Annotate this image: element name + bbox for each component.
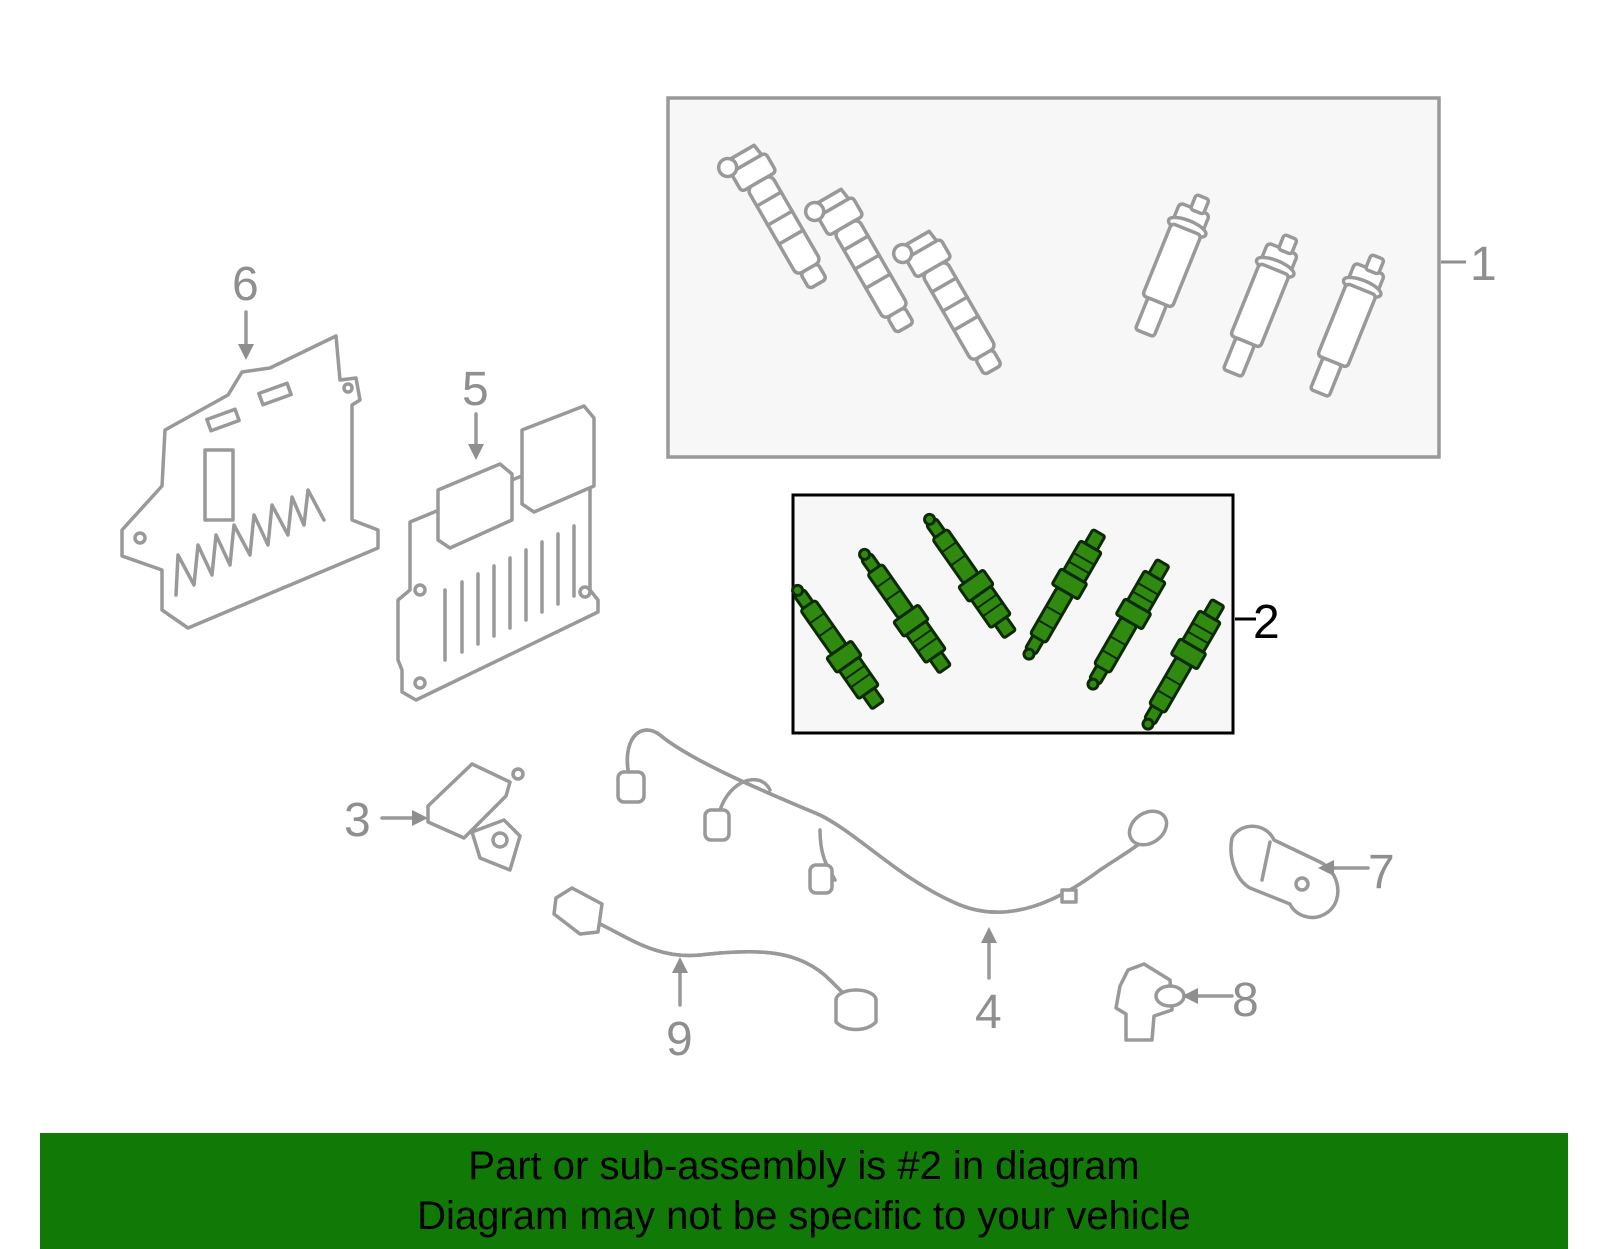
arrow-5-head [468, 444, 484, 460]
ecu-5-hole-3 [578, 585, 592, 599]
knock-9-connector [552, 886, 604, 936]
callout-5: 5 [462, 363, 489, 416]
arrow-3-head [412, 810, 428, 826]
part-4-harness[interactable]: 4 [616, 728, 1173, 1039]
harness-4-eyelet [1127, 809, 1169, 847]
bracket-6-window [203, 448, 235, 522]
bracket-6-body [120, 334, 380, 630]
info-banner: Part or sub-assembly is #2 in diagram Di… [40, 1133, 1568, 1249]
ecu-5-connector-1 [436, 462, 514, 550]
part-5-ecu[interactable]: 5 [396, 363, 600, 702]
banner-line-1: Part or sub-assembly is #2 in diagram [468, 1144, 1140, 1188]
part-3-sensor[interactable]: 3 [344, 762, 525, 872]
part-1-ignition-coils[interactable]: 1 [666, 96, 1497, 459]
arrow-9-head [672, 957, 688, 973]
callout-9: 9 [666, 1013, 693, 1066]
sensor-7-ring [1260, 840, 1272, 882]
sensor-3-hole-2 [511, 767, 525, 781]
bracket-6-hole [133, 531, 147, 545]
part-6-bracket[interactable]: 6 [120, 258, 380, 630]
sensor-3-body [426, 762, 512, 840]
harness-4-branch [718, 778, 772, 812]
harness-4-connector-1 [616, 770, 646, 804]
part-8-sensor[interactable]: 8 [1114, 962, 1259, 1042]
knock-9-wire [578, 913, 857, 1007]
banner-line-2: Diagram may not be specific to your vehi… [417, 1194, 1191, 1238]
part-1-box [666, 96, 1441, 459]
callout-6: 6 [232, 258, 259, 311]
sensor-7-body [1229, 824, 1340, 920]
callout-3: 3 [344, 794, 371, 847]
knock-9-wire-inner [578, 913, 857, 1007]
harness-4-connector-3 [808, 863, 834, 895]
bracket-6-slot-2 [257, 381, 293, 407]
part-9-knock-sensor[interactable]: 9 [552, 886, 878, 1066]
callout-1: 1 [1470, 238, 1497, 291]
callout-8: 8 [1232, 974, 1259, 1027]
part-7-sensor[interactable]: 7 [1229, 824, 1395, 920]
knock-9-sensor-body [834, 998, 878, 1032]
callout-2: 2 [1253, 596, 1280, 649]
sensor-7-hole [1294, 876, 1310, 892]
callout-4: 4 [975, 986, 1002, 1039]
bracket-6-slot-1 [205, 407, 241, 433]
ecu-5-fins [443, 524, 576, 662]
arrow-4-head [981, 927, 997, 943]
ecu-5-connector-2 [520, 404, 596, 514]
arrow-7-head [1318, 860, 1334, 876]
arrow-8-head [1182, 988, 1198, 1004]
part-2-spark-plugs[interactable]: 2 [780, 493, 1280, 738]
ecu-5-hole-1 [413, 583, 427, 597]
callout-7: 7 [1368, 846, 1395, 899]
sensor-3-hole [491, 831, 509, 849]
bracket-6-ribs [174, 488, 326, 597]
ecu-5-hole-2 [413, 676, 427, 690]
harness-4-connector-2 [703, 808, 731, 842]
sensor-8-body [1114, 962, 1174, 1042]
harness-4-wire-inner [625, 728, 1157, 914]
arrow-6-head [238, 344, 254, 360]
bracket-6-hole-2 [342, 382, 354, 394]
harness-4-clip [1060, 888, 1078, 904]
sensor-8-tip [1154, 984, 1186, 1008]
